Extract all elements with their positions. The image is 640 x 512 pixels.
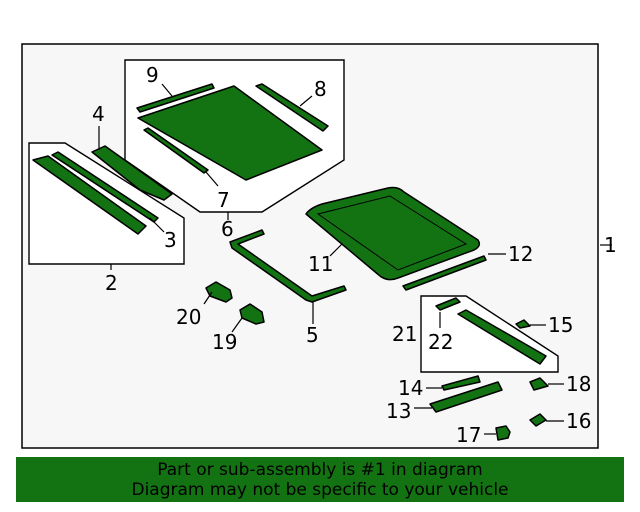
- callout-18: 18: [566, 372, 591, 396]
- callout-19: 19: [212, 330, 237, 354]
- seal-9: [136, 83, 215, 113]
- rail-14: [441, 375, 481, 391]
- guide-rail-21: [457, 309, 547, 365]
- callout-16: 16: [566, 409, 591, 433]
- callout-1: 1: [604, 233, 617, 257]
- leader-11: [329, 243, 343, 257]
- weatherstrip-3: [51, 151, 159, 223]
- disclaimer-line-1: Part or sub-assembly is #1 in diagram: [157, 460, 483, 480]
- callout-17: 17: [456, 423, 481, 447]
- callout-5: 5: [306, 323, 319, 347]
- sunroof-glass-panel: [137, 85, 323, 181]
- disclaimer-banner: Part or sub-assembly is #1 in diagram Di…: [16, 457, 624, 502]
- callout-15: 15: [548, 313, 573, 337]
- leader-8: [299, 95, 313, 107]
- trim-12: [402, 255, 487, 291]
- leader-7: [205, 171, 219, 187]
- callout-7: 7: [217, 188, 230, 212]
- clip-15: [515, 319, 531, 329]
- glass-panel-11: [305, 186, 481, 281]
- callout-4: 4: [92, 102, 105, 126]
- bracket-4: [91, 145, 173, 201]
- callout-13: 13: [386, 399, 411, 423]
- leader-3: [149, 217, 165, 233]
- plug-17: [495, 425, 511, 441]
- callout-3: 3: [164, 228, 177, 252]
- disclaimer-line-2: Diagram may not be specific to your vehi…: [131, 480, 509, 500]
- callout-9: 9: [146, 63, 159, 87]
- leader-19: [231, 317, 243, 333]
- leader-20: [203, 291, 213, 305]
- callout-2: 2: [105, 271, 118, 295]
- callout-22: 22: [428, 330, 453, 354]
- callout-11: 11: [308, 252, 333, 276]
- glass-panel-11-inner: [316, 195, 468, 271]
- leader-9: [161, 83, 173, 97]
- bracket-16: [529, 413, 547, 427]
- callout-8: 8: [314, 77, 327, 101]
- side-panel-glass: [32, 155, 147, 235]
- seal-8: [255, 83, 329, 132]
- frame-rail-5: [229, 229, 347, 303]
- callout-21: 21: [392, 322, 417, 346]
- bracket-18: [529, 377, 549, 391]
- parts-diagram: 1 2 3 4 5 6 7 8 9 11 12 13 14 15 16 17 1…: [21, 43, 617, 449]
- bracket-22: [435, 297, 461, 311]
- seal-7: [143, 127, 209, 174]
- callout-6: 6: [221, 217, 234, 241]
- callout-20: 20: [176, 305, 201, 329]
- callout-14: 14: [398, 376, 423, 400]
- callout-12: 12: [508, 242, 533, 266]
- rail-13: [429, 381, 503, 413]
